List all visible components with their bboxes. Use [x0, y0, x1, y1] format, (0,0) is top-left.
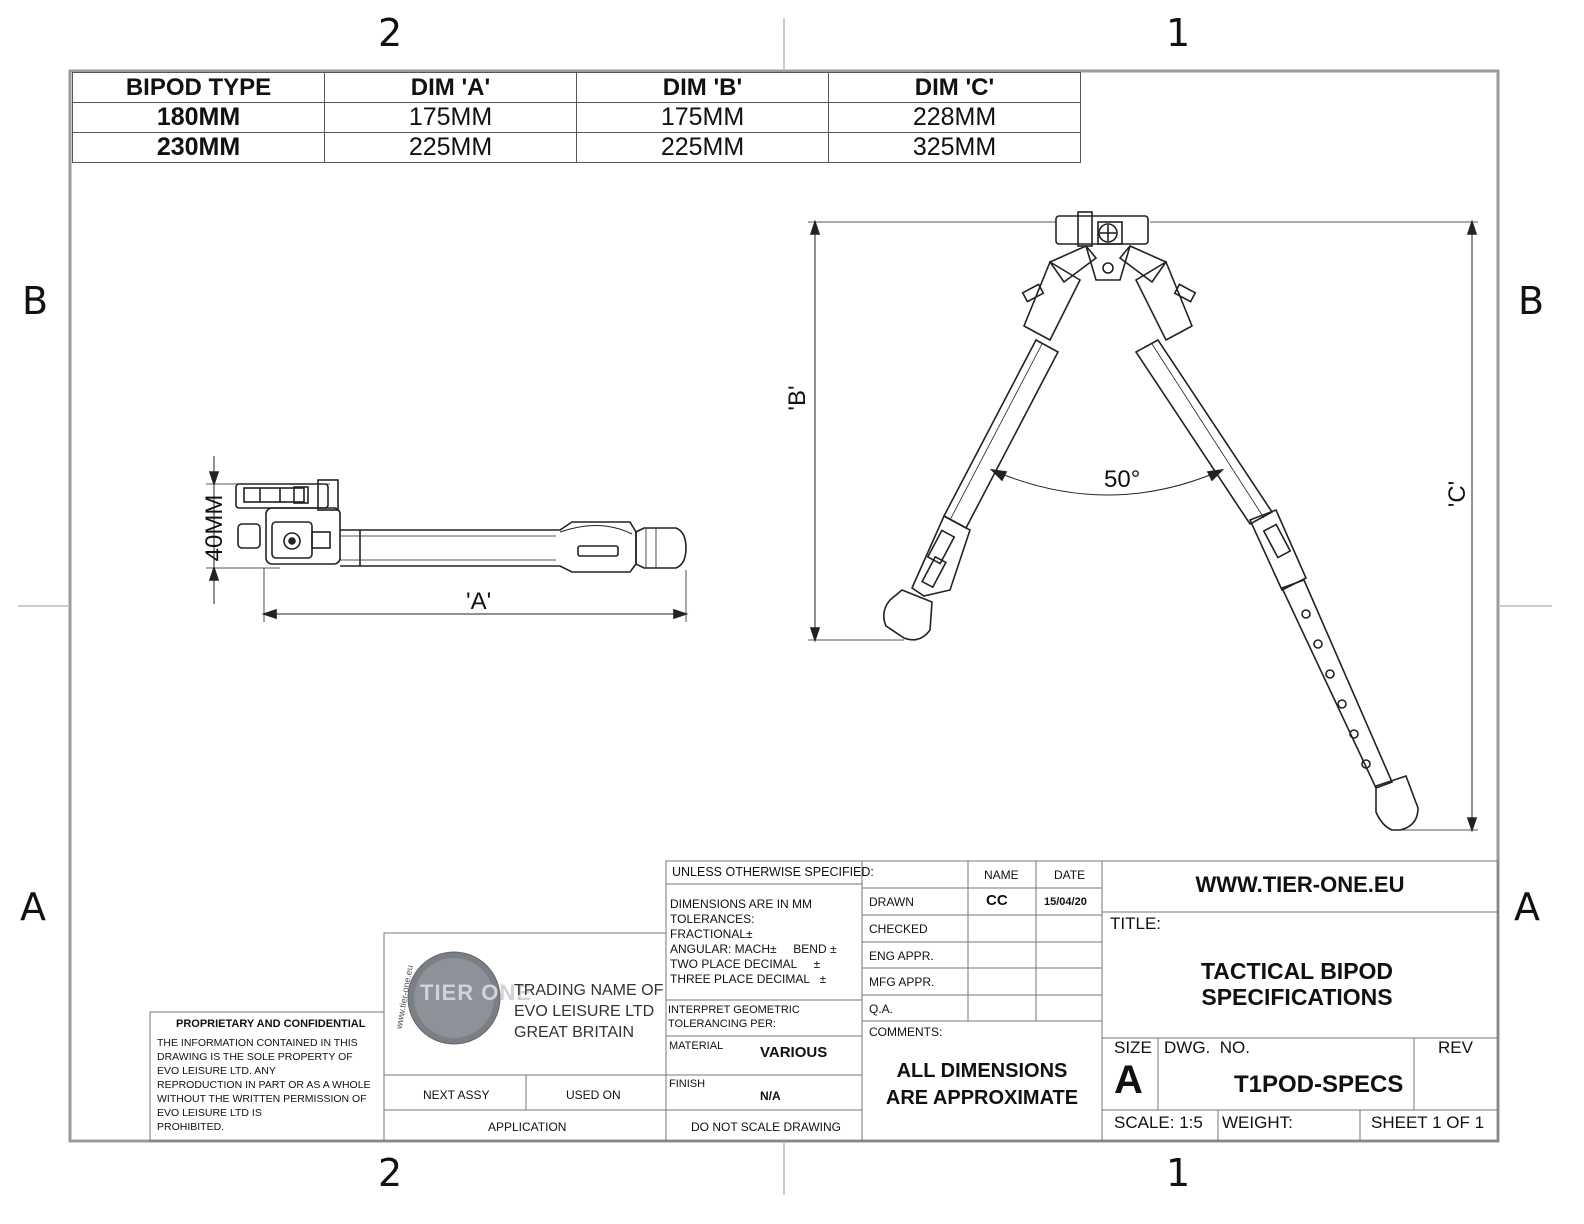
unless-specified: UNLESS OTHERWISE SPECIFIED:: [672, 865, 874, 879]
title-line: TACTICAL BIPOD: [1200, 958, 1394, 984]
proprietary-line: THE INFORMATION CONTAINED IN THIS: [157, 1037, 358, 1049]
header-dim-b: DIM 'B': [576, 72, 829, 103]
proprietary-line: WITHOUT THE WRITTEN PERMISSION OF: [157, 1093, 367, 1105]
zone-right-lower: A: [1514, 885, 1540, 929]
zone-bottom-right: 1: [1166, 1151, 1191, 1195]
interpret-line: INTERPRET GEOMETRIC: [668, 1004, 800, 1016]
trading-name: TRADING NAME OF EVO LEISURE LTD GREAT BR…: [514, 980, 663, 1043]
label-height-40mm: 40MM: [201, 494, 228, 562]
proprietary-text: THE INFORMATION CONTAINED IN THIS DRAWIN…: [157, 1036, 371, 1134]
material-label: MATERIAL: [669, 1040, 724, 1052]
sheet-label: SHEET 1 OF 1: [1371, 1113, 1485, 1132]
table-cell: 175MM: [576, 102, 829, 133]
sign-row-checked: CHECKED: [869, 922, 928, 936]
tolerance-line: THREE PLACE DECIMAL ±: [670, 972, 827, 986]
next-assy-label: NEXT ASSY: [423, 1088, 490, 1102]
label-dim-a: 'A': [466, 588, 492, 615]
tolerances-block: DIMENSIONS ARE IN MM TOLERANCES: FRACTIO…: [670, 897, 837, 987]
comments-label: COMMENTS:: [869, 1025, 943, 1039]
zone-top-right: 1: [1166, 11, 1191, 55]
table-cell: 325MM: [828, 132, 1081, 163]
drawn-date: 15/04/20: [1044, 896, 1087, 908]
header-bipod-type: BIPOD TYPE: [72, 72, 325, 103]
drawn-name: CC: [986, 892, 1008, 909]
title-line: SPECIFICATIONS: [1201, 984, 1393, 1010]
trading-line: GREAT BRITAIN: [514, 1024, 635, 1041]
proprietary-line: REPRODUCTION IN PART OR AS A WHOLE: [157, 1079, 371, 1091]
drawing-title: TACTICAL BIPOD SPECIFICATIONS: [1102, 958, 1492, 1010]
logo-text: TIER ONE: [420, 980, 532, 1005]
table-cell: 180MM: [72, 102, 325, 133]
interpret-line: TOLERANCING PER:: [668, 1018, 776, 1030]
interpret-block: INTERPRET GEOMETRIC TOLERANCING PER:: [668, 1003, 800, 1031]
header-dim-a: DIM 'A': [324, 72, 577, 103]
proprietary-title: PROPRIETARY AND CONFIDENTIAL: [176, 1018, 366, 1030]
trading-line: EVO LEISURE LTD: [514, 1003, 655, 1020]
dimension-table: BIPOD TYPE DIM 'A' DIM 'B' DIM 'C' 180MM…: [72, 72, 1081, 163]
title-block-grid: [149, 860, 1499, 1142]
tolerance-line: TWO PLACE DECIMAL ±: [670, 957, 821, 971]
table-cell: 230MM: [72, 132, 325, 163]
bipod-side-view: [206, 456, 689, 622]
size-value: A: [1114, 1058, 1143, 1102]
website: WWW.TIER-ONE.EU: [1195, 872, 1405, 897]
name-header: NAME: [984, 868, 1019, 882]
zone-left-upper: B: [22, 279, 49, 323]
sign-row-drawn: DRAWN: [869, 895, 914, 909]
dwg-no-value: T1POD-SPECS: [1234, 1071, 1404, 1098]
tolerance-line: FRACTIONAL±: [670, 927, 753, 941]
tolerance-line: DIMENSIONS ARE IN MM: [670, 897, 813, 911]
sign-row-mfg: MFG APPR.: [869, 975, 935, 989]
proprietary-line: EVO LEISURE LTD IS: [157, 1107, 262, 1119]
tier-one-logo: [407, 951, 501, 1045]
bipod-front-view: [808, 211, 1478, 833]
table-cell: 175MM: [324, 102, 577, 133]
header-dim-c: DIM 'C': [828, 72, 1081, 103]
sign-row-qa: Q.A.: [869, 1002, 894, 1016]
scale-label: SCALE: 1:5: [1114, 1113, 1203, 1132]
comment-line: ARE APPROXIMATE: [885, 1087, 1079, 1109]
material-value: VARIOUS: [760, 1044, 828, 1061]
tolerance-line: ANGULAR: MACH± BEND ±: [670, 942, 837, 956]
trading-line: TRADING NAME OF: [514, 982, 664, 999]
comments-text: ALL DIMENSIONS ARE APPROXIMATE: [862, 1058, 1102, 1112]
weight-label: WEIGHT:: [1222, 1113, 1293, 1132]
zone-right-upper: B: [1518, 279, 1545, 323]
finish-value: N/A: [760, 1089, 781, 1103]
zone-bottom-left: 2: [378, 1151, 403, 1195]
label-angle: 50°: [1104, 466, 1141, 493]
title-label: TITLE:: [1110, 914, 1162, 933]
zone-top-left: 2: [378, 11, 403, 55]
comment-line: ALL DIMENSIONS: [896, 1060, 1068, 1082]
dwg-no-label: DWG. NO.: [1164, 1038, 1250, 1057]
size-label: SIZE: [1114, 1038, 1152, 1057]
table-cell: 228MM: [828, 102, 1081, 133]
used-on-label: USED ON: [566, 1088, 621, 1102]
finish-label: FINISH: [669, 1078, 706, 1090]
tolerance-line: TOLERANCES:: [670, 912, 755, 926]
proprietary-line: PROHIBITED.: [157, 1121, 225, 1133]
sign-row-eng: ENG APPR.: [869, 949, 934, 963]
date-header: DATE: [1054, 868, 1086, 882]
table-cell: 225MM: [576, 132, 829, 163]
zone-left-lower: A: [20, 885, 46, 929]
do-not-scale: DO NOT SCALE DRAWING: [691, 1120, 842, 1134]
proprietary-line: EVO LEISURE LTD. ANY: [157, 1065, 276, 1077]
application-label: APPLICATION: [488, 1120, 567, 1134]
table-row: 180MM 175MM 175MM 228MM: [72, 102, 1081, 133]
table-cell: 225MM: [324, 132, 577, 163]
table-row: 230MM 225MM 225MM 325MM: [72, 132, 1081, 163]
proprietary-line: DRAWING IS THE SOLE PROPERTY OF: [157, 1051, 353, 1063]
dimension-table-header: BIPOD TYPE DIM 'A' DIM 'B' DIM 'C': [72, 72, 1081, 103]
rev-label: REV: [1438, 1038, 1473, 1057]
label-dim-c: 'C': [1444, 480, 1471, 508]
label-dim-b: 'B': [784, 385, 811, 411]
